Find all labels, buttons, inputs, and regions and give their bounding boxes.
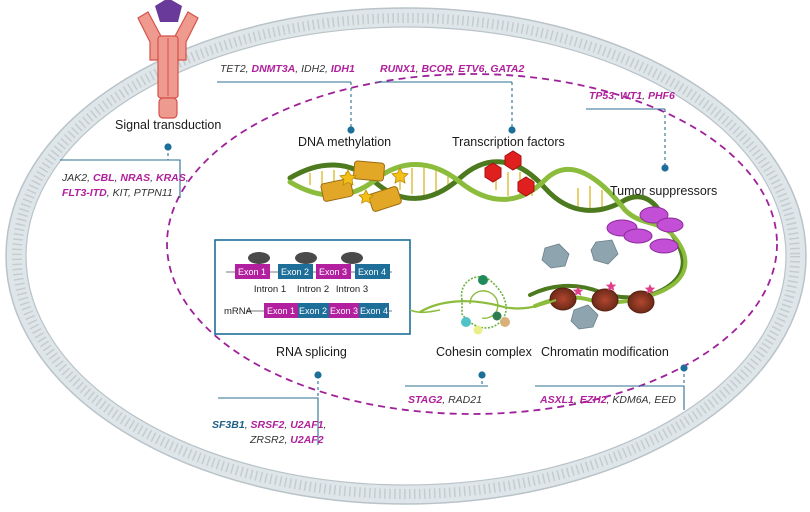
gene-name: PTPN11 (133, 187, 173, 199)
gene-name: BCOR (421, 63, 453, 75)
intron-label: Intron 2 (297, 284, 329, 295)
cohesin-complex-icon (460, 275, 510, 335)
mrna-exon-label: Exon 2 (299, 306, 327, 316)
rna-splicing-genes: SF3B1, SRSF2, U2AF1, ZRSR2, U2AF2 (212, 419, 327, 446)
connector-lines (60, 81, 685, 445)
gene-name: ZRSR2 (250, 434, 285, 446)
gene-name: TET2 (220, 63, 246, 75)
gene-name: PHF6 (647, 90, 675, 102)
dna-methylation-label: DNA methylation (298, 135, 392, 149)
tumor-suppressor-proteins (606, 206, 684, 254)
gene-name: TP53 (589, 90, 615, 102)
exon-label: Exon 3 (319, 267, 347, 277)
cohesin-complex-label: Cohesin complex (436, 345, 532, 359)
gene-name: U2AF1 (290, 419, 324, 431)
transcription-factors-label: Transcription factors (452, 135, 565, 149)
gene-name: WT1 (619, 90, 643, 102)
nucleus-boundary (166, 73, 778, 415)
rna-splicing-label: RNA splicing (276, 345, 347, 359)
gene-name: DNMT3A (251, 63, 296, 75)
exon-label: Exon 4 (358, 267, 386, 277)
receptor-icon (137, 0, 199, 119)
gene-name: STAG2 (408, 394, 443, 406)
intron-label: Intron 3 (336, 284, 368, 295)
mrna-exon-label: Exon 4 (360, 306, 388, 316)
intron-label: Intron 1 (254, 284, 286, 295)
gene-name: KIT (112, 187, 128, 199)
gene-name: ETV6 (458, 63, 485, 75)
methyl-star-icons (339, 167, 409, 204)
gene-name: EED (654, 394, 676, 406)
mrna-exon-label: Exon 3 (330, 306, 358, 316)
histone-mark-icons (572, 281, 656, 296)
chromatin-remodeler-shapes (541, 239, 619, 330)
exon-label: Exon 2 (281, 267, 309, 277)
exon-label: Exon 1 (238, 267, 266, 277)
connector-dots (164, 126, 688, 379)
gene-name: IDH1 (330, 63, 355, 75)
gene-name: NRAS (120, 172, 151, 184)
gene-name: CBL (92, 172, 115, 184)
gene-name: KDM6A (612, 394, 649, 406)
chromatin-modification-label: Chromatin modification (541, 345, 669, 359)
gene-name: RUNX1 (380, 63, 416, 75)
gene-name: ASXL1 (540, 394, 574, 406)
chromatin-fiber (419, 298, 557, 313)
methylation-blocks (320, 160, 402, 212)
chromatin-genes: ASXL1, EZH2, KDM6A, EED (540, 394, 676, 406)
gene-name: U2AF2 (290, 434, 324, 446)
gene-name: EZH2 (579, 394, 607, 406)
rna-splicing-diagram: Exon 1 Exon 2 Exon 3 Exon 4 Exon 1 Exon … (214, 239, 441, 335)
nucleosome-icons (549, 287, 655, 314)
dna-methylation-genes: TET2, DNMT3A, IDH2, IDH1 (220, 63, 355, 75)
mrna-exon-label: Exon 1 (267, 306, 295, 316)
cohesin-genes: STAG2, RAD21 (408, 394, 482, 406)
gene-name: JAK2 (62, 172, 88, 184)
transcription-factor-genes: RUNX1, BCOR, ETV6, GATA2 (380, 63, 525, 75)
tumor-suppressors-label: Tumor suppressors (610, 184, 718, 198)
transcription-factor-hexagons (484, 150, 535, 197)
gene-name: GATA2 (490, 63, 525, 75)
gene-name: IDH2 (301, 63, 326, 75)
signal-transduction-label: Signal transduction (115, 118, 222, 132)
gene-name: RAD21 (448, 394, 482, 406)
gene-name: SRSF2 (250, 419, 285, 431)
tumor-suppressor-genes: TP53, WT1, PHF6 (589, 90, 675, 102)
gene-name: FLT3-ITD (62, 187, 107, 199)
gene-name: KRAS (156, 172, 186, 184)
gene-name: SF3B1 (212, 419, 245, 431)
mrna-label: mRNA (224, 306, 253, 317)
signal-transduction-genes: JAK2, CBL, NRAS, KRAS, FLT3-ITD, KIT, PT… (62, 172, 189, 199)
